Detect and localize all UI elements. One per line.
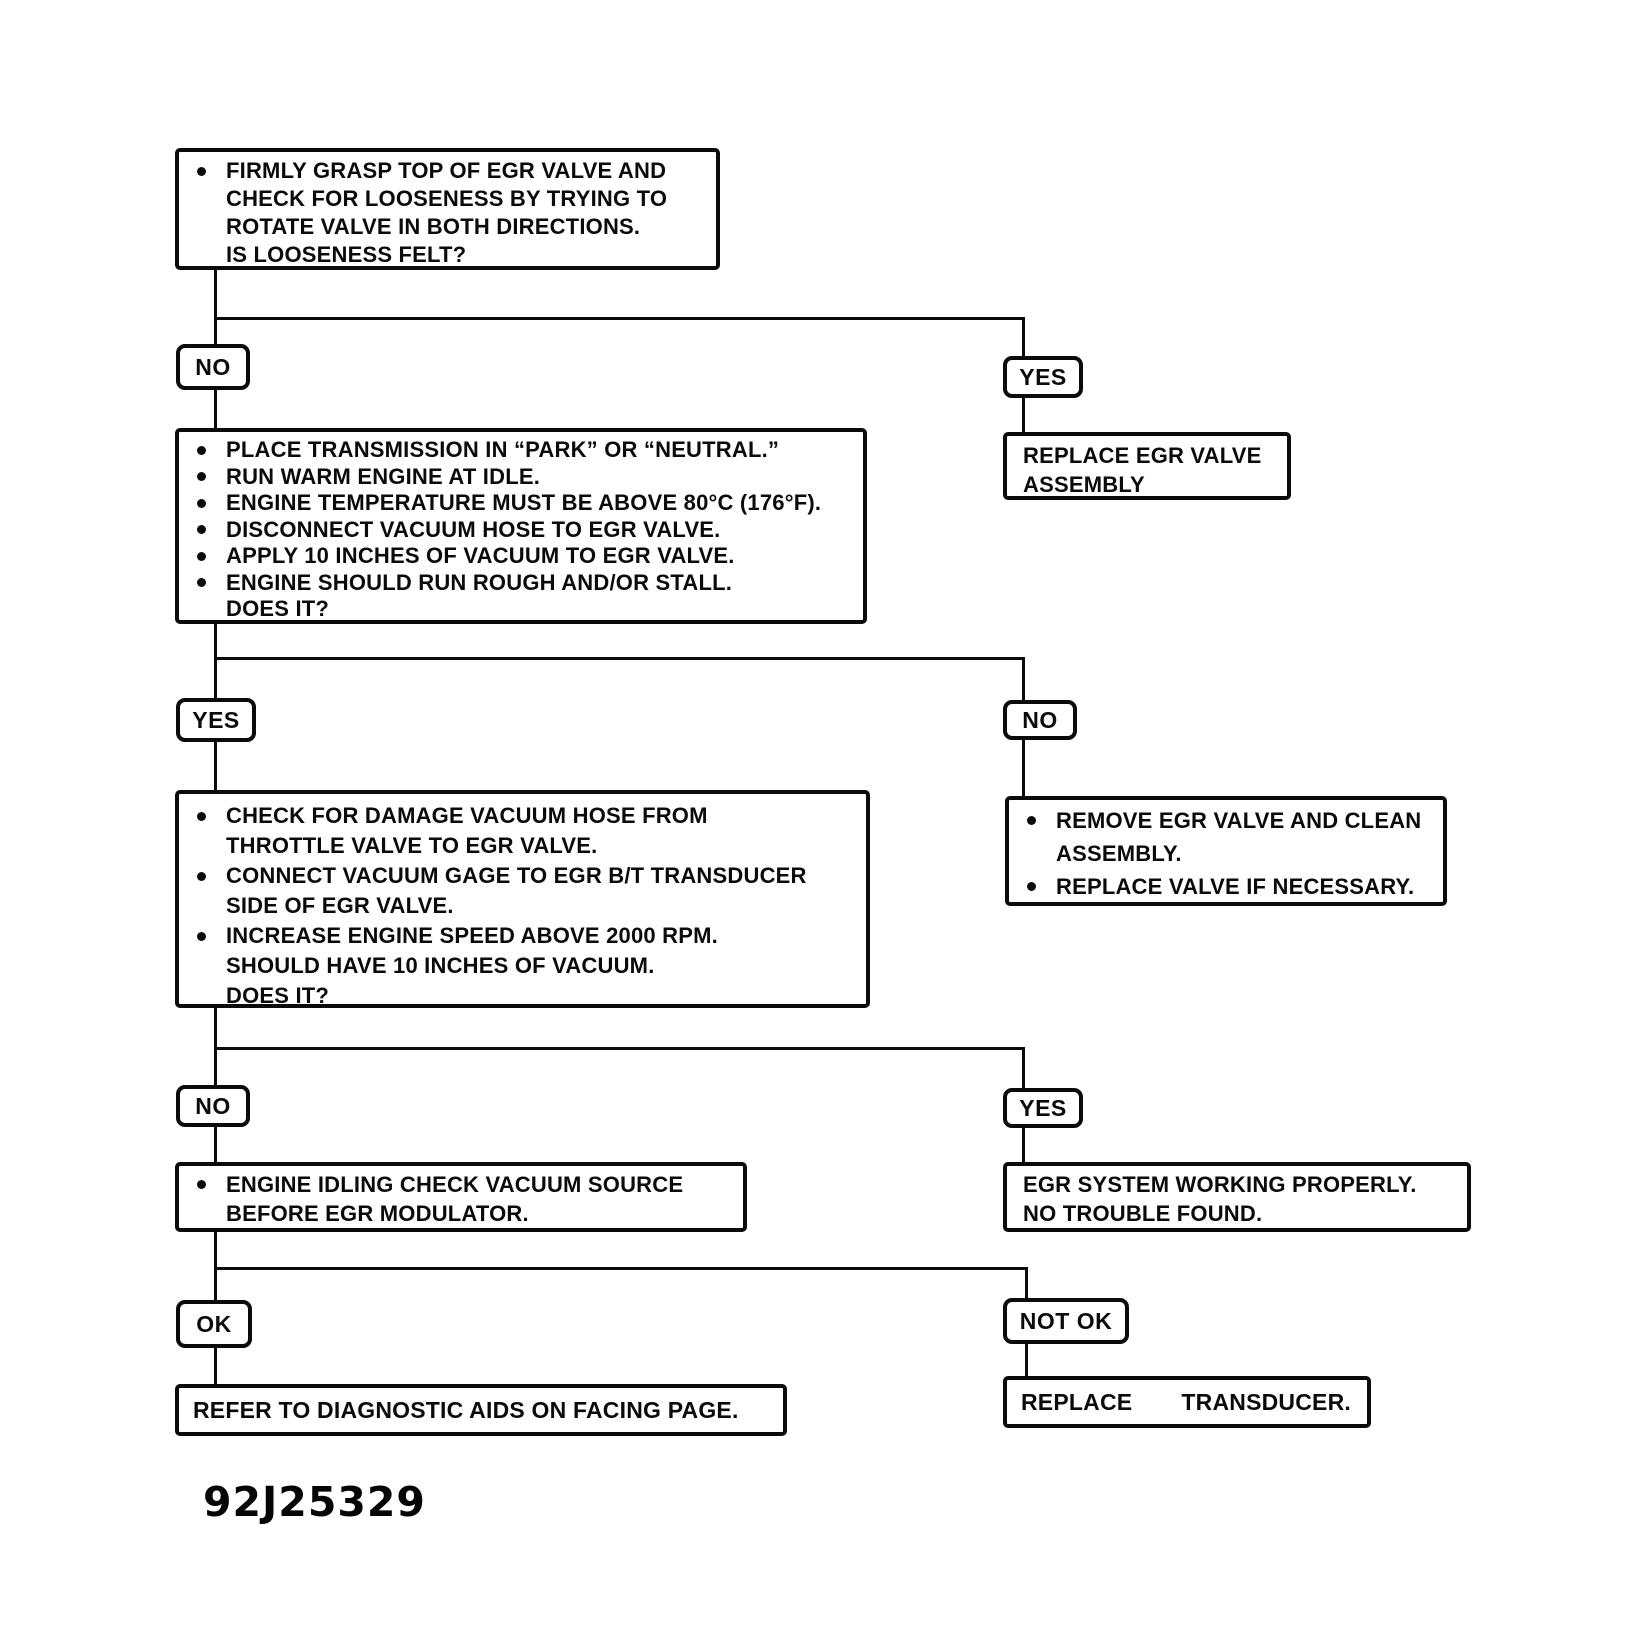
connector-line (214, 268, 217, 346)
bullet-icon (197, 931, 206, 941)
action-text: ASSEMBLY (1023, 472, 1145, 497)
step-text: SHOULD HAVE 10 INCHES OF VACUUM. (226, 953, 655, 978)
action-remove-clean-valve: REMOVE EGR VALVE AND CLEAN ASSEMBLY. REP… (1005, 796, 1447, 906)
step-text: SIDE OF EGR VALVE. (226, 893, 454, 918)
connector-line (214, 1346, 217, 1386)
result-refer-diagnostic-aids: REFER TO DIAGNOSTIC AIDS ON FACING PAGE. (175, 1384, 787, 1436)
bullet-line: FIRMLY GRASP TOP OF EGR VALVE AND (197, 157, 706, 185)
connector-line (1022, 396, 1025, 434)
step-text: DISCONNECT VACUUM HOSE TO EGR VALVE. (226, 516, 721, 542)
step-text: IS LOOSENESS FELT? (226, 242, 467, 267)
decision-ok: OK (176, 1300, 252, 1348)
bullet-icon (197, 445, 206, 455)
decision-no-2: NO (1003, 700, 1077, 740)
decision-yes-1: YES (1003, 356, 1083, 398)
step-check-looseness: FIRMLY GRASP TOP OF EGR VALVE AND CHECK … (175, 148, 720, 270)
step-text: CHECK FOR DAMAGE VACUUM HOSE FROM (226, 803, 708, 828)
bullet-icon (197, 551, 206, 561)
bullet-icon (197, 498, 206, 508)
result-text: REPLACE (1021, 1388, 1133, 1415)
bullet-icon (197, 472, 206, 482)
step-text: DOES IT? (226, 983, 330, 1008)
action-text: REPLACE VALVE IF NECESSARY. (1056, 874, 1415, 899)
result-text: NO TROUBLE FOUND. (1023, 1201, 1263, 1226)
step-text: APPLY 10 INCHES OF VACUUM TO EGR VALVE. (226, 543, 735, 568)
bullet-icon (197, 578, 206, 588)
connector-line (1022, 1126, 1025, 1164)
bullet-icon (197, 811, 206, 821)
step-text: DOES IT? (226, 596, 330, 621)
step-text: PLACE TRANSMISSION IN “PARK” OR “NEUTRAL… (226, 437, 780, 462)
result-text: EGR SYSTEM WORKING PROPERLY. (1023, 1172, 1417, 1197)
connector-line (1025, 1342, 1028, 1378)
step-idle-vacuum-test: PLACE TRANSMISSION IN “PARK” OR “NEUTRAL… (175, 428, 867, 624)
connector-line (214, 657, 1025, 660)
result-replace-transducer: REPLACE TRANSDUCER. (1003, 1376, 1371, 1428)
step-text: CHECK FOR LOOSENESS BY TRYING TO (226, 186, 668, 211)
connector-line (214, 317, 1025, 320)
action-replace-egr-valve-assembly: REPLACE EGR VALVE ASSEMBLY (1003, 432, 1291, 500)
step-text: BEFORE EGR MODULATOR. (226, 1201, 529, 1226)
step-text: ENGINE SHOULD RUN ROUGH AND/OR STALL. (226, 569, 733, 595)
step-check-vacuum-source: ENGINE IDLING CHECK VACUUM SOURCE BEFORE… (175, 1162, 747, 1232)
step-text: ENGINE IDLING CHECK VACUUM SOURCE (226, 1172, 684, 1197)
step-text: CONNECT VACUUM GAGE TO EGR B/T TRANSDUCE… (226, 863, 807, 888)
step-text: ROTATE VALVE IN BOTH DIRECTIONS. (226, 214, 641, 239)
decision-not-ok: NOT OK (1003, 1298, 1129, 1344)
result-text: TRANSDUCER. (1181, 1388, 1351, 1415)
step-text: THROTTLE VALVE TO EGR VALVE. (226, 833, 598, 858)
step-text: INCREASE ENGINE SPEED ABOVE 2000 RPM. (226, 923, 718, 948)
decision-yes-3: YES (1003, 1088, 1083, 1128)
action-text: REPLACE EGR VALVE (1023, 443, 1262, 468)
connector-line (214, 1125, 217, 1164)
action-text: ASSEMBLY. (1056, 841, 1182, 866)
step-text: RUN WARM ENGINE AT IDLE. (226, 463, 541, 489)
connector-line (214, 390, 217, 430)
connector-line (1025, 1267, 1028, 1300)
connector-line (214, 1006, 217, 1087)
decision-no-1: NO (176, 344, 250, 390)
connector-line (1022, 738, 1025, 798)
connector-line (214, 740, 217, 792)
result-system-working: EGR SYSTEM WORKING PROPERLY. NO TROUBLE … (1003, 1162, 1471, 1232)
bullet-icon (1027, 882, 1036, 891)
step-vacuum-gage-test: CHECK FOR DAMAGE VACUUM HOSE FROM THROTT… (175, 790, 870, 1008)
connector-line (214, 1230, 217, 1302)
connector-line (1022, 657, 1025, 702)
bullet-icon (197, 525, 206, 535)
bullet-icon (1027, 816, 1036, 825)
connector-line (214, 1047, 1025, 1050)
step-text: ENGINE TEMPERATURE MUST BE ABOVE 80°C (1… (226, 490, 822, 515)
bullet-icon (197, 166, 206, 176)
decision-no-3: NO (176, 1085, 250, 1127)
decision-yes-2: YES (176, 698, 256, 742)
action-text: REMOVE EGR VALVE AND CLEAN (1056, 808, 1422, 833)
connector-line (214, 1267, 1028, 1270)
bullet-icon (197, 871, 206, 881)
connector-line (1022, 317, 1025, 358)
bullet-icon (197, 1180, 206, 1189)
connector-line (1022, 1047, 1025, 1090)
connector-line (214, 622, 217, 702)
step-text: FIRMLY GRASP TOP OF EGR VALVE AND (226, 158, 667, 183)
result-text: REFER TO DIAGNOSTIC AIDS ON FACING PAGE. (193, 1396, 739, 1423)
figure-code: 92J25329 (203, 1478, 426, 1526)
